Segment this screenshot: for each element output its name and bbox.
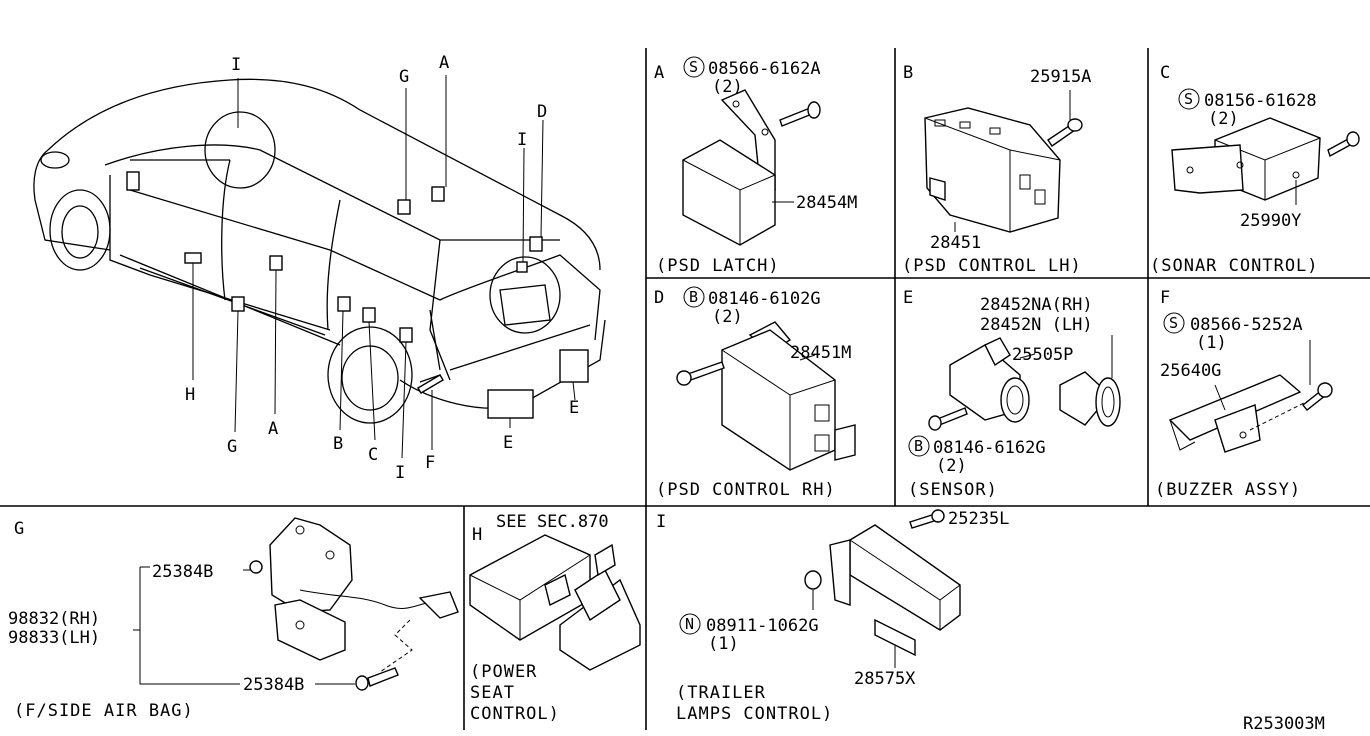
callout-label: B: [333, 434, 343, 454]
part-number: 25640G: [1160, 361, 1221, 381]
callout-label: E: [503, 433, 513, 453]
bolt-symbol-icon: [908, 435, 930, 457]
part-number: 28451: [930, 233, 981, 253]
part-prefix: B: [914, 437, 923, 455]
part-number: 08566-5252A: [1190, 315, 1303, 335]
callout-label: A: [268, 419, 278, 439]
panel-grid: [0, 48, 1370, 730]
part-qty: (2): [936, 456, 967, 476]
panel-caption: (SENSOR): [908, 480, 998, 500]
part-number: 08156-61628: [1204, 91, 1317, 111]
part-number: 08911-1062G: [706, 616, 819, 636]
part-number: 98833(LH): [8, 628, 100, 648]
part-number: 08146-6162G: [933, 438, 1046, 458]
part-number: 28452NA(RH): [980, 295, 1093, 315]
callout-label: G: [227, 437, 237, 457]
part-number: 25235L: [948, 509, 1009, 529]
callout-label: E: [569, 398, 579, 418]
part-number: 28451M: [790, 343, 851, 363]
panel-d-psd-control-rh: D B 08146-6102G (2) 28451M (PSD CONTROL …: [654, 286, 856, 500]
part-qty: (2): [1208, 109, 1239, 129]
panel-caption: (F/SIDE AIR BAG): [14, 701, 194, 721]
bolt-symbol-icon: [683, 286, 705, 308]
panel-c-sonar-control: C S 08156-61628 (2) 25990Y (SONAR CONTRO…: [1150, 63, 1360, 276]
part-number: 28454M: [796, 193, 857, 213]
panel-f-buzzer-assy: F S 08566-5252A (1) 25640G (BUZZER ASSY): [1155, 288, 1333, 500]
panel-i-trailer-lamps-control: I 25235L N 08911-1062G (1) 28575X (TRAIL…: [656, 509, 1009, 724]
nut-symbol-icon: [679, 613, 701, 635]
part-qty: (1): [1196, 333, 1227, 353]
callout-label: A: [439, 53, 449, 73]
part-number: 25384B: [152, 562, 213, 582]
callout-leaders: [192, 75, 576, 459]
callout-label: D: [537, 102, 547, 122]
panel-h-power-seat-control: H SEE SEC.870 (POWER SEAT CONTROL): [469, 512, 641, 724]
panel-caption: (TRAILER: [676, 683, 766, 703]
panel-letter: D: [654, 288, 664, 308]
part-number: 08566-6162A: [708, 59, 821, 79]
screw-symbol-icon: [1163, 312, 1185, 334]
panel-letter: H: [472, 525, 482, 545]
screw-symbol-icon: [1178, 88, 1200, 110]
panel-a-psd-latch: A S 08566-6162A (2) 28454M (PSD LATCH): [654, 56, 857, 276]
part-qty: (2): [712, 77, 743, 97]
callout-label: C: [368, 445, 378, 465]
callout-label: H: [185, 385, 195, 405]
callout-label: G: [399, 67, 409, 87]
panel-letter: F: [1160, 288, 1170, 308]
part-number: 98832(RH): [8, 609, 100, 629]
part-number: 28452N (LH): [980, 315, 1093, 335]
panel-letter: E: [903, 288, 913, 308]
part-number: 25505P: [1012, 345, 1073, 365]
callout-label: I: [231, 55, 241, 75]
panel-caption: (SONAR CONTROL): [1150, 256, 1319, 276]
panel-caption: SEAT: [470, 683, 515, 703]
panel-caption: (PSD CONTROL RH): [656, 480, 836, 500]
panel-caption: (PSD LATCH): [656, 256, 780, 276]
diagram-reference-id: R253003M: [1243, 714, 1325, 734]
part-number: 28575X: [854, 669, 916, 689]
panel-caption: (BUZZER ASSY): [1155, 480, 1301, 500]
part-number: 25990Y: [1240, 211, 1301, 231]
callout-label: I: [395, 463, 405, 483]
part-prefix: B: [689, 288, 698, 306]
part-prefix: S: [689, 58, 698, 76]
panel-letter: C: [1160, 63, 1170, 83]
part-prefix: S: [1169, 314, 1178, 332]
part-qty: (2): [712, 307, 743, 327]
callout-label: I: [517, 130, 527, 150]
module-markers: [126, 171, 589, 419]
part-number: 25384B: [243, 675, 304, 695]
part-number: 08146-6102G: [708, 289, 821, 309]
panel-caption: (PSD CONTROL LH): [902, 256, 1082, 276]
vehicle-overview: I G A D I H G A B C I F E E: [33, 53, 606, 483]
panel-caption: CONTROL): [470, 704, 560, 724]
part-prefix: N: [685, 615, 694, 633]
panel-letter: A: [654, 63, 664, 83]
panel-letter: B: [903, 63, 913, 83]
panel-letter: G: [14, 519, 24, 539]
part-qty: (1): [708, 634, 739, 654]
panel-g-front-side-air-bag: G 25384B 98832(RH) 98833(LH) 25384B (F/S…: [8, 517, 459, 721]
part-prefix: S: [1184, 90, 1193, 108]
panel-b-psd-control-lh: B 25915A 28451 (PSD CONTROL LH): [902, 63, 1091, 276]
panel-e-sensor: E 28452NA(RH) 28452N (LH) 25505P B 08146…: [903, 288, 1121, 500]
part-number: 25915A: [1030, 67, 1091, 87]
screw-symbol-icon: [683, 56, 705, 78]
callout-label: F: [425, 453, 435, 473]
panel-letter: I: [656, 512, 666, 532]
panel-caption: (POWER: [470, 662, 537, 682]
panel-caption: LAMPS CONTROL): [676, 704, 833, 724]
see-section-note: SEE SEC.870: [496, 512, 609, 532]
